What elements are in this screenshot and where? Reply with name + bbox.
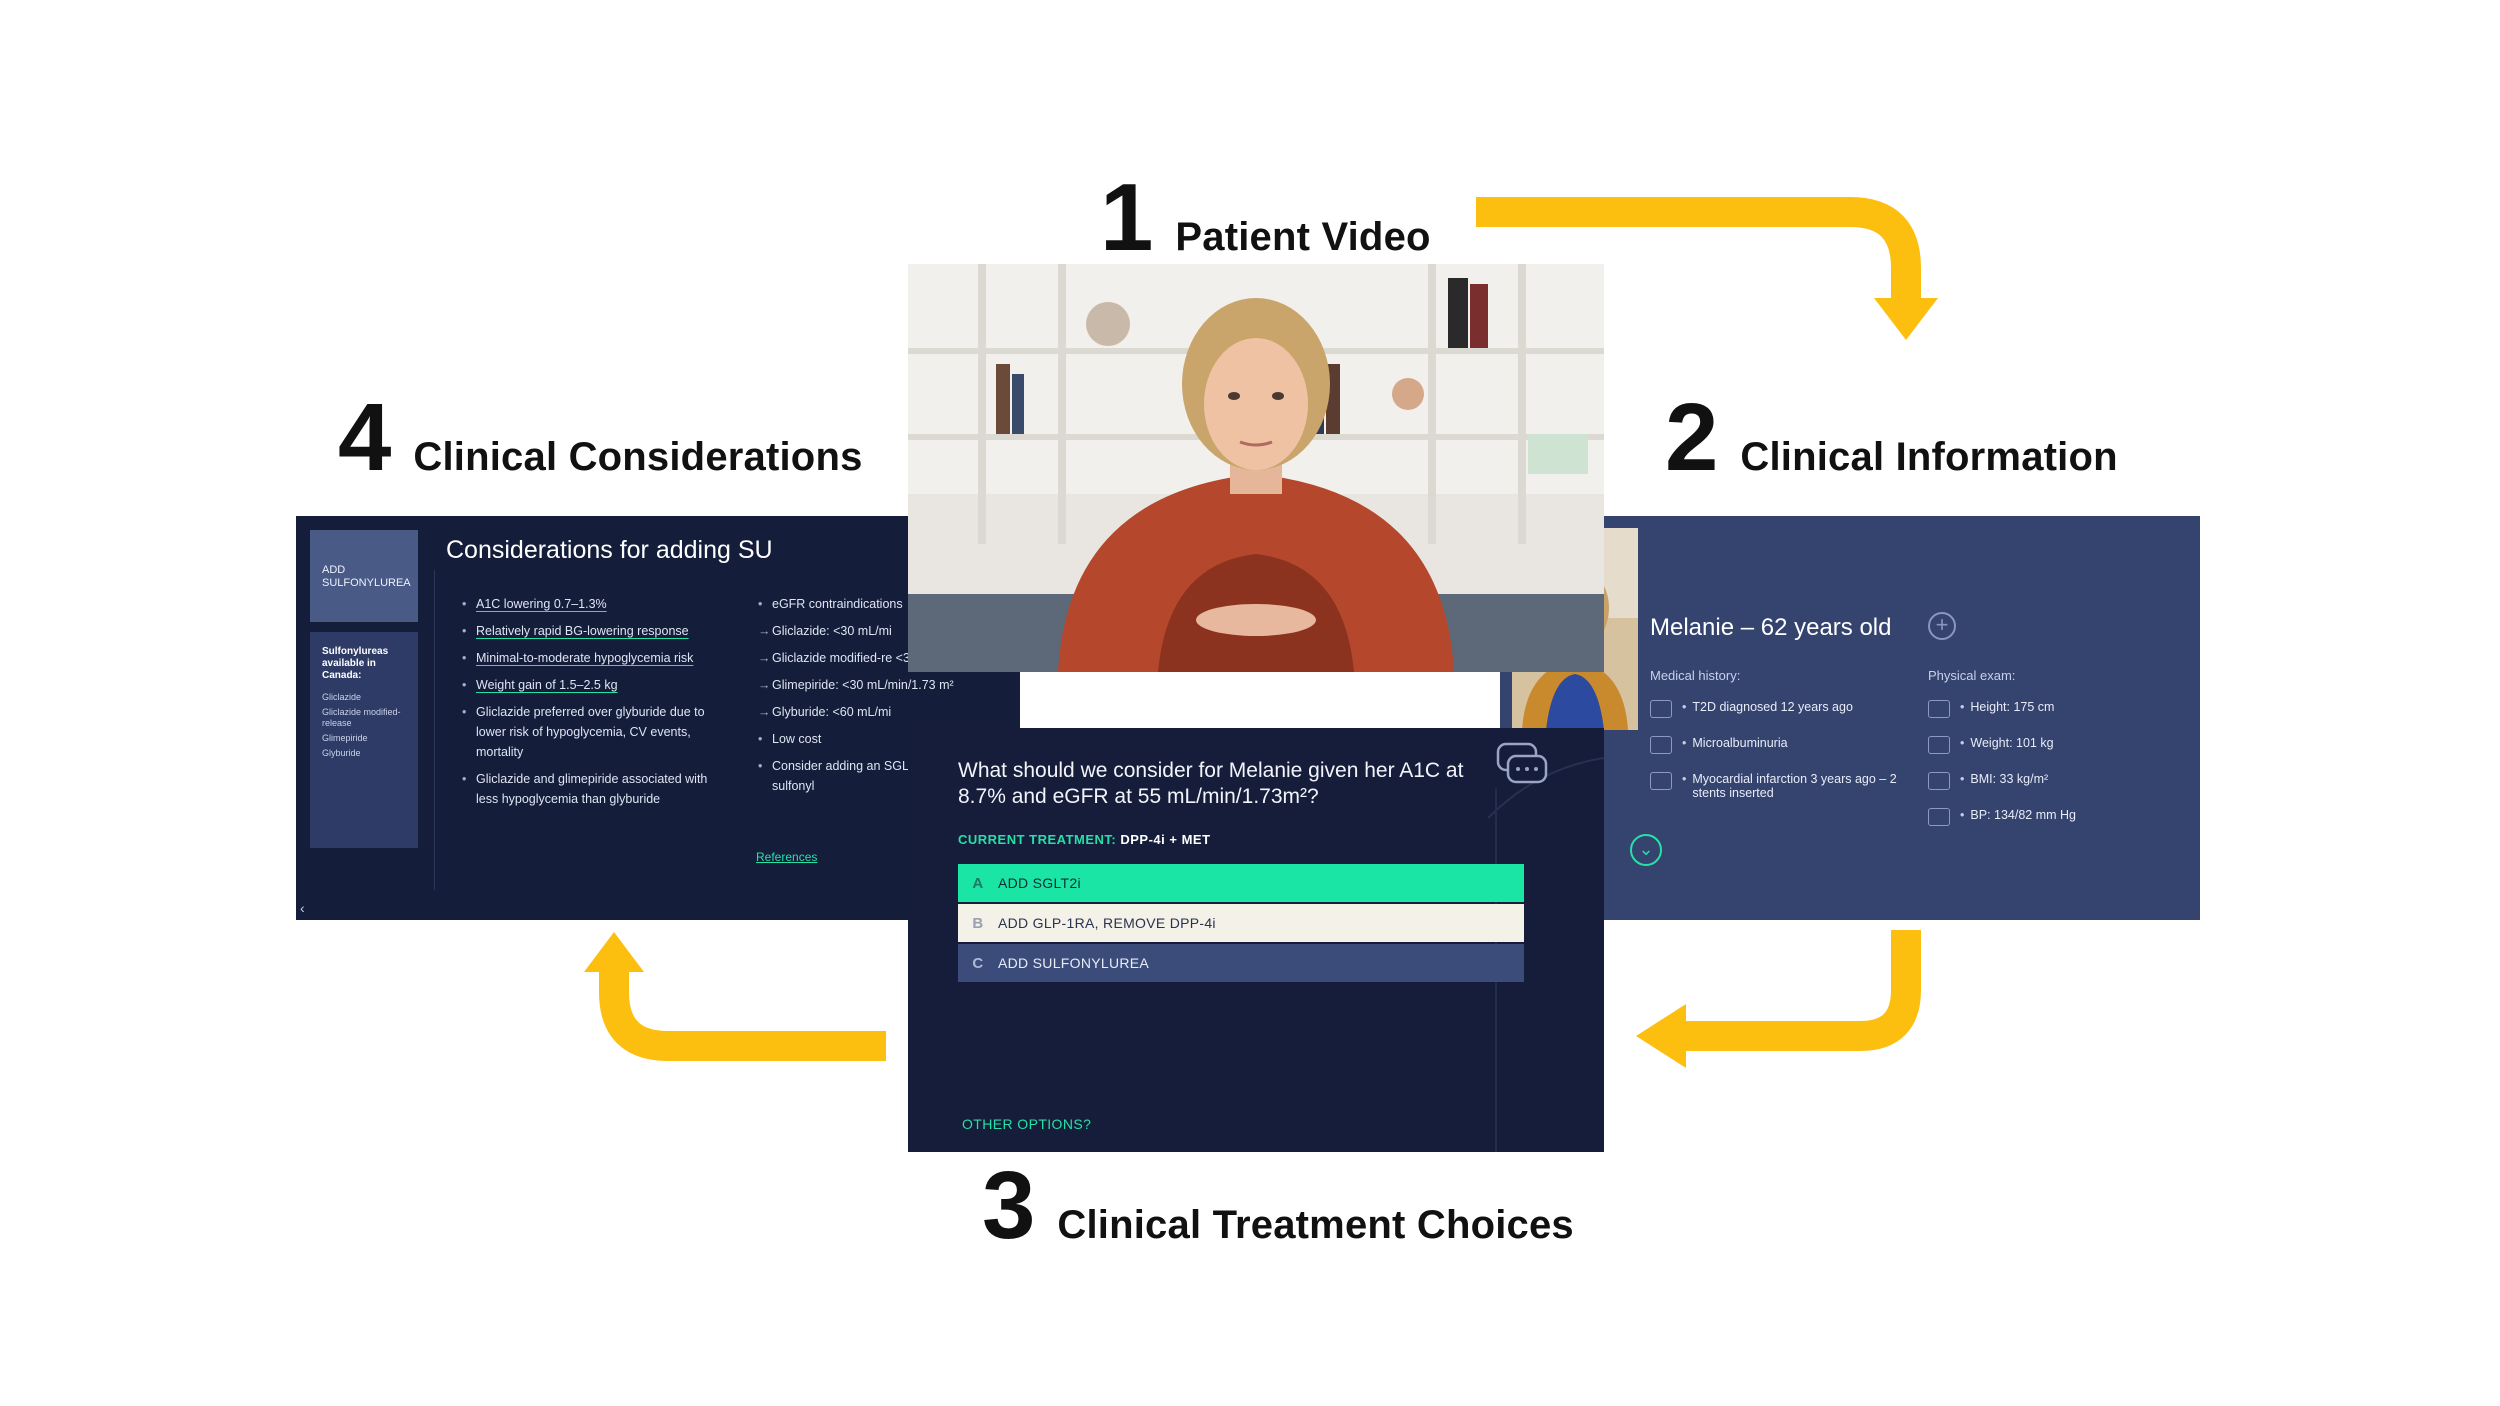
clinical-considerations-panel: ADD SULFONYLUREA Sulfonylureas available… — [296, 516, 1020, 920]
list-item: eGFR contraindications — [758, 594, 1020, 614]
bmi-icon — [1928, 772, 1950, 790]
physical-exam-item: •BMI: 33 kg/m² — [1928, 772, 2048, 790]
step-3-title: Clinical Treatment Choices — [1057, 1203, 1574, 1247]
current-treatment-value: DPP-4i + MET — [1120, 832, 1211, 847]
side-item: Glyburide — [322, 748, 361, 758]
clinical-information-panel: Melanie – 62 years old + Medical history… — [1500, 516, 2200, 920]
arrow-2-to-3 — [1680, 930, 1921, 1051]
divider — [434, 570, 435, 890]
option-letter: C — [972, 954, 984, 972]
treatment-choices-panel: What should we consider for Melanie give… — [908, 728, 1604, 1152]
current-treatment: CURRENT TREATMENT: DPP-4i + MET — [958, 832, 1211, 847]
kidney-icon — [1650, 736, 1672, 754]
considerations-list-a: A1C lowering 0.7–1.3% Relatively rapid B… — [462, 594, 724, 816]
option-b-button[interactable]: B ADD GLP-1RA, REMOVE DPP-4i — [958, 904, 1524, 942]
physical-exam-item: •Weight: 101 kg — [1928, 736, 2054, 754]
list-item[interactable]: Relatively rapid BG-lowering response — [462, 621, 724, 641]
diagnosis-icon — [1650, 700, 1672, 718]
medical-history-item: •T2D diagnosed 12 years ago — [1650, 700, 1900, 718]
option-a-button[interactable]: A ADD SGLT2i — [958, 864, 1524, 902]
scale-icon — [1928, 736, 1950, 754]
list-item: Gliclazide: <30 mL/mi — [758, 621, 1020, 641]
step-2-number: 2 — [1665, 384, 1719, 491]
back-chevron-icon[interactable]: ‹ — [300, 900, 305, 916]
arrow-head-2 — [1636, 1004, 1686, 1068]
option-letter: A — [972, 874, 984, 892]
step-2-title: Clinical Information — [1740, 435, 2118, 479]
physical-exam-item: •Height: 175 cm — [1928, 700, 2054, 718]
step-4-title: Clinical Considerations — [413, 435, 863, 479]
step-1-header: 1 Patient Video — [1100, 170, 1431, 266]
link-text[interactable]: A1C lowering 0.7–1.3% — [476, 597, 607, 611]
chevron-down-icon[interactable]: ⌄ — [1630, 834, 1662, 866]
expand-plus-icon[interactable]: + — [1928, 612, 1956, 640]
step-2-header: 2 Clinical Information — [1665, 390, 2118, 486]
arrow-head-3 — [584, 932, 644, 972]
heart-icon — [1650, 772, 1672, 790]
list-item[interactable]: Minimal-to-moderate hypoglycemia risk — [462, 648, 724, 668]
side-title: Sulfonylureas available in Canada: — [322, 646, 389, 681]
other-options-link[interactable]: OTHER OPTIONS? — [962, 1116, 1092, 1132]
list-item[interactable]: A1C lowering 0.7–1.3% — [462, 594, 724, 614]
step-4-header: 4 Clinical Considerations — [338, 390, 863, 486]
side-item: Glimepiride — [322, 733, 368, 743]
option-label: ADD SULFONYLUREA — [998, 955, 1150, 971]
list-item: Gliclazide preferred over glyburide due … — [462, 702, 724, 762]
link-text[interactable]: Weight gain of 1.5–2.5 kg — [476, 678, 618, 692]
list-item: Glyburide: <60 mL/mi — [758, 702, 1020, 722]
chat-bubbles-icon[interactable] — [1494, 740, 1550, 790]
step-4-number: 4 — [338, 384, 392, 491]
physical-exam-item: •BP: 134/82 mm Hg — [1928, 808, 2076, 826]
category-tag[interactable]: ADD SULFONYLUREA — [310, 530, 418, 622]
side-item: Gliclazide — [322, 692, 362, 702]
option-c-button[interactable]: C ADD SULFONYLUREA — [958, 944, 1524, 982]
references-link[interactable]: References — [756, 850, 818, 864]
side-item: Gliclazide modified-release — [322, 707, 401, 728]
option-label: ADD GLP-1RA, REMOVE DPP-4i — [998, 915, 1216, 931]
list-item: Glimepiride: <30 mL/min/1.73 m² — [758, 675, 1020, 695]
question-text: What should we consider for Melanie give… — [958, 759, 1464, 808]
current-treatment-label: CURRENT TREATMENT: — [958, 832, 1117, 847]
medical-history-label: Medical history: — [1650, 668, 1741, 683]
blood-pressure-icon — [1928, 808, 1950, 826]
link-text[interactable]: Minimal-to-moderate hypoglycemia risk — [476, 651, 694, 665]
physical-exam-label: Physical exam: — [1928, 668, 2016, 683]
considerations-title: Considerations for adding SU — [446, 536, 773, 564]
list-item: Low cost — [758, 729, 1020, 749]
patient-name: Melanie – 62 years old — [1650, 614, 1892, 641]
list-item[interactable]: Weight gain of 1.5–2.5 kg — [462, 675, 724, 695]
arrow-head-1 — [1874, 298, 1938, 340]
medical-history-item: •Myocardial infarction 3 years ago – 2 s… — [1650, 772, 1900, 800]
option-letter: B — [972, 914, 984, 932]
medical-history-item: •Microalbuminuria — [1650, 736, 1900, 754]
link-text[interactable]: Relatively rapid BG-lowering response — [476, 624, 689, 638]
height-icon — [1928, 700, 1950, 718]
arrow-1-to-2 — [1476, 197, 1921, 300]
step-3-header: 3 Clinical Treatment Choices — [982, 1158, 1574, 1254]
available-sulfonylureas-box: Sulfonylureas available in Canada: Glicl… — [310, 632, 418, 848]
step-3-number: 3 — [982, 1152, 1036, 1259]
list-item: Gliclazide and glimepiride associated wi… — [462, 769, 724, 809]
step-1-number: 1 — [1100, 164, 1154, 271]
option-label: ADD SGLT2i — [998, 875, 1081, 891]
patient-video-frame[interactable] — [908, 264, 1604, 672]
step-1-title: Patient Video — [1175, 215, 1431, 259]
arrow-3-to-4 — [599, 970, 886, 1061]
